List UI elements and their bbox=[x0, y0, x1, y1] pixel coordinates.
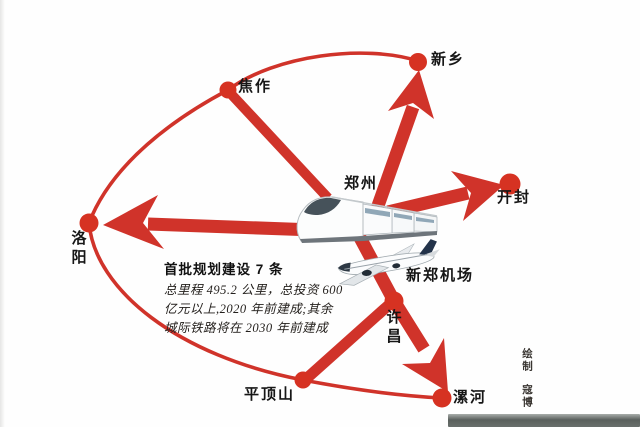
city-label-luoyang: 洛阳 bbox=[69, 230, 87, 268]
city-label-xinzheng-airport: 新郑机场 bbox=[406, 267, 475, 284]
route-xinxiang bbox=[367, 104, 420, 220]
train-icon bbox=[296, 196, 438, 243]
plan-info-title: 首批规划建设 7 条 bbox=[164, 262, 284, 277]
station-dot-luoyang bbox=[79, 213, 99, 233]
station-dot-xinxiang bbox=[409, 53, 427, 71]
station-dot-jiaozuo bbox=[219, 81, 237, 99]
route-luoyang bbox=[147, 217, 316, 237]
city-label-kaifeng: 开封 bbox=[497, 189, 532, 206]
route-jiaozuo bbox=[228, 91, 332, 202]
plan-info-line-1: 总里程 495.2 公里，总投资 600 bbox=[164, 283, 343, 297]
credit-author-name: 寇博 bbox=[521, 384, 533, 409]
city-label-xinxiang: 新乡 bbox=[431, 51, 466, 68]
city-label-luohe: 漯河 bbox=[453, 389, 488, 406]
plan-info-line-3: 城际铁路将在 2030 年前建成 bbox=[164, 321, 329, 335]
station-dot-pingdingshan bbox=[294, 371, 312, 389]
station-dot-luohe bbox=[432, 388, 452, 408]
route-pingdingshan bbox=[302, 298, 395, 384]
arrowhead-kaifeng bbox=[451, 171, 504, 221]
arrowhead-luohe bbox=[402, 338, 448, 392]
arrowhead-xinxiang bbox=[388, 70, 434, 119]
airplane-icon bbox=[337, 239, 440, 286]
city-label-pingdingshan: 平顶山 bbox=[244, 386, 296, 403]
city-label-zhengzhou: 郑州 bbox=[344, 175, 379, 192]
arrowhead-luoyang bbox=[103, 195, 164, 249]
credit-drawn-by: 绘制 bbox=[521, 348, 533, 373]
route-kaifeng bbox=[386, 186, 470, 219]
photo-edge-strip bbox=[448, 414, 640, 427]
plan-info-line-2: 亿元以上,2020 年前建成;其余 bbox=[164, 302, 333, 316]
plan-info-block: 首批规划建设 7 条 总里程 495.2 公里，总投资 600 亿元以上,202… bbox=[164, 258, 374, 338]
station-dot-xuchang bbox=[384, 291, 404, 311]
city-label-jiaozuo: 焦作 bbox=[238, 78, 273, 95]
city-label-xuchang: 许昌 bbox=[384, 309, 402, 347]
station-dot-kaifeng bbox=[499, 173, 521, 195]
